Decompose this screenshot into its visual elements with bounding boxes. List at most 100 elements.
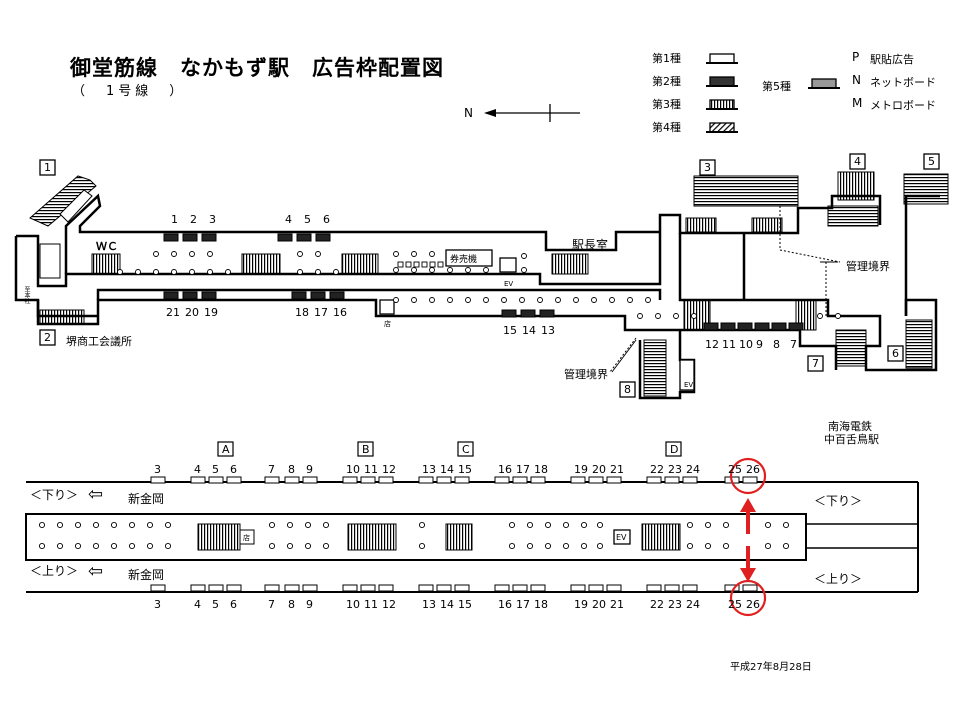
platform-ad-number: 3 bbox=[154, 598, 161, 611]
platform-ad-number: 9 bbox=[306, 463, 313, 476]
platform-ad-panel bbox=[208, 584, 224, 592]
platform-column bbox=[164, 521, 172, 529]
platform-ad-panel bbox=[418, 584, 434, 592]
down-direction-label-right: ＜下り＞ bbox=[814, 494, 863, 508]
down-destination: 新金岡 bbox=[128, 492, 165, 506]
boundary-label-left: 管理境界 bbox=[564, 368, 608, 381]
platform-column bbox=[764, 542, 772, 550]
platform-ad-number: 17 bbox=[516, 598, 530, 611]
concourse-stairs bbox=[29, 171, 949, 397]
highlight-markers bbox=[729, 457, 767, 617]
platform-ad-panel bbox=[646, 476, 662, 484]
concourse-ad-number: 4 bbox=[285, 213, 292, 226]
platform-ad-number: 7 bbox=[268, 463, 275, 476]
platform-ad-number: 15 bbox=[458, 463, 472, 476]
legend-type3-symbol bbox=[709, 99, 735, 110]
platform-ad-number: 18 bbox=[534, 463, 548, 476]
platform-ad-panel bbox=[264, 584, 280, 592]
concourse-ad-number: 10 bbox=[739, 338, 753, 351]
platform-column bbox=[418, 542, 426, 550]
platform bbox=[25, 441, 919, 593]
legend-type1-symbol bbox=[709, 53, 735, 64]
section-label-d: D bbox=[670, 443, 679, 456]
platform-ad-number: 14 bbox=[440, 598, 454, 611]
platform-ad-panel bbox=[418, 476, 434, 484]
concourse-ad-number: 21 bbox=[166, 306, 180, 319]
platform-column bbox=[304, 542, 312, 550]
platform-column bbox=[56, 521, 64, 529]
exit-label-7: 7 bbox=[812, 357, 819, 370]
platform-column bbox=[268, 542, 276, 550]
platform-column bbox=[128, 542, 136, 550]
legend-type1-label: 第1種 bbox=[652, 52, 681, 65]
platform-column bbox=[74, 542, 82, 550]
platform-ad-panel bbox=[664, 476, 680, 484]
platform-column bbox=[686, 542, 694, 550]
rooms bbox=[379, 249, 695, 391]
platform-ad-panel bbox=[436, 584, 452, 592]
platform-column bbox=[562, 542, 570, 550]
platform-column bbox=[56, 542, 64, 550]
platform-column bbox=[110, 542, 118, 550]
boundary-label-right: 管理境界 bbox=[846, 260, 890, 273]
up-direction-label-left: ＜上り＞ bbox=[30, 564, 79, 578]
platform-column bbox=[562, 521, 570, 529]
section-label-c: C bbox=[462, 443, 470, 456]
platform-ad-panel bbox=[342, 476, 358, 484]
platform-column bbox=[596, 542, 604, 550]
legend-type3-label: 第3種 bbox=[652, 98, 681, 111]
exit-label-1: 1 bbox=[44, 161, 51, 174]
platform-ad-panel bbox=[570, 584, 586, 592]
legend-type2-symbol bbox=[709, 76, 735, 87]
concourse-ad-number: 8 bbox=[773, 338, 780, 351]
platform-ad-panel bbox=[454, 584, 470, 592]
platform-shop-label: 店 bbox=[243, 534, 250, 542]
exit2-destination: 堺商工会議所 bbox=[66, 335, 132, 348]
platform-ad-panel bbox=[378, 476, 394, 484]
exit-boxes bbox=[39, 153, 940, 398]
exit-label-2: 2 bbox=[44, 331, 51, 344]
concourse-ad-number: 12 bbox=[705, 338, 719, 351]
platform-column bbox=[268, 521, 276, 529]
platform-ad-number: 8 bbox=[288, 598, 295, 611]
platform-column bbox=[764, 521, 772, 529]
platform-ev-label: EV bbox=[616, 533, 627, 542]
platform-column bbox=[544, 521, 552, 529]
platform-ad-panel bbox=[378, 584, 394, 592]
platform-column bbox=[526, 521, 534, 529]
platform-column bbox=[722, 521, 730, 529]
connection-station-name: 中百舌鳥駅 bbox=[824, 433, 879, 446]
management-boundary-lines bbox=[609, 206, 841, 373]
platform-ad-number: 13 bbox=[422, 598, 436, 611]
platform-column bbox=[146, 521, 154, 529]
platform-ad-panel bbox=[512, 584, 528, 592]
platform-ad-number: 21 bbox=[610, 598, 624, 611]
section-label-b: B bbox=[362, 443, 370, 456]
legend-type5-label: 第5種 bbox=[762, 80, 791, 93]
platform-ad-number: 10 bbox=[346, 463, 360, 476]
platform-column bbox=[782, 542, 790, 550]
platform-ad-panel bbox=[570, 476, 586, 484]
platform-ad-number: 12 bbox=[382, 463, 396, 476]
platform-ad-number: 7 bbox=[268, 598, 275, 611]
platform-column bbox=[146, 542, 154, 550]
platform-ad-panel bbox=[682, 584, 698, 592]
platform-ad-number: 6 bbox=[230, 463, 237, 476]
page-subtitle: （ 1号線 ） bbox=[72, 84, 187, 99]
up-destination: 新金岡 bbox=[128, 568, 165, 582]
platform-ad-panel bbox=[512, 476, 528, 484]
platform-ad-number: 16 bbox=[498, 463, 512, 476]
platform-ad-number: 12 bbox=[382, 598, 396, 611]
north-label: N bbox=[464, 106, 473, 120]
platform-ad-panel bbox=[606, 476, 622, 484]
platform-column bbox=[580, 521, 588, 529]
platform-ad-panel bbox=[530, 476, 546, 484]
platform-column bbox=[686, 521, 694, 529]
exit-label-8: 8 bbox=[624, 383, 631, 396]
legend-type4-symbol bbox=[709, 122, 735, 133]
platform-ad-number: 24 bbox=[686, 598, 700, 611]
concourse-ad-number: 6 bbox=[323, 213, 330, 226]
page-title: 御堂筋線 なかもず駅 広告枠配置図 bbox=[70, 56, 444, 80]
platform-ad-number: 13 bbox=[422, 463, 436, 476]
